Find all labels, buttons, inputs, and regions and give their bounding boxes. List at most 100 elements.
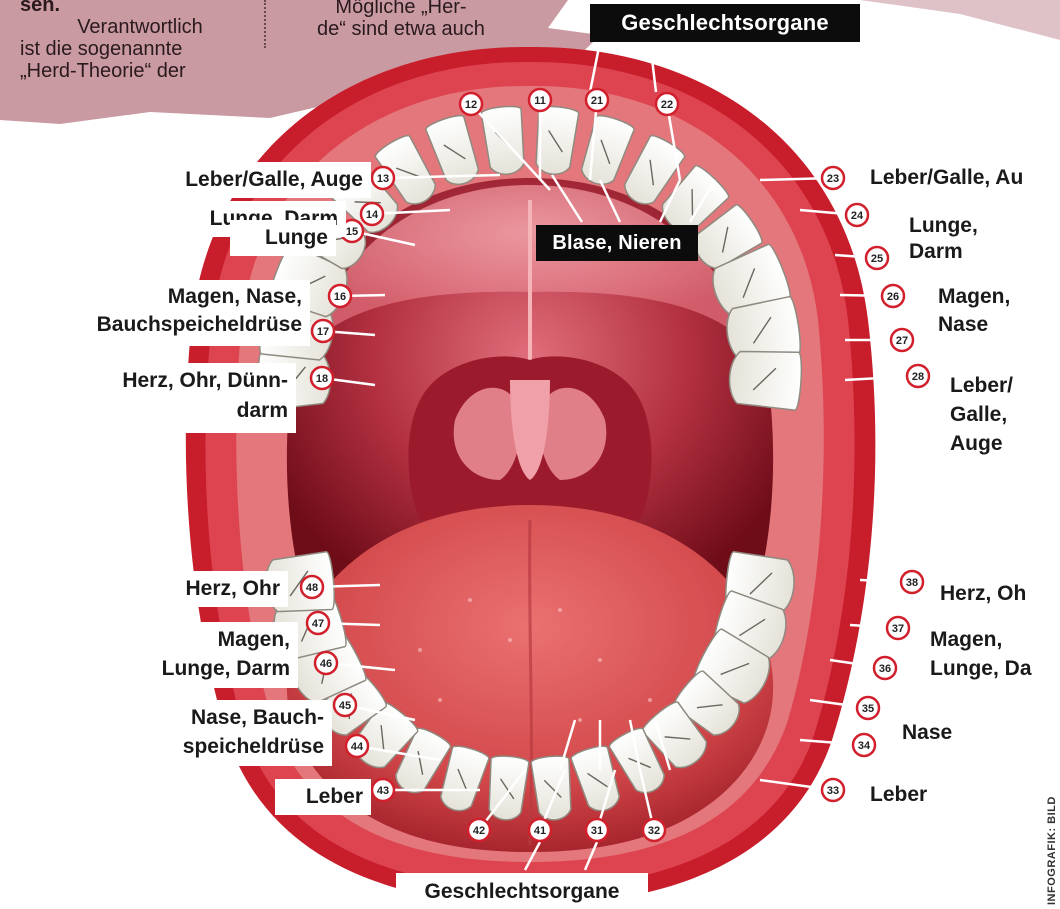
tooth-number-badge: 14 <box>361 203 383 225</box>
upper-tooth <box>728 348 803 410</box>
label-blase-nieren: Blase, Nieren <box>536 225 698 261</box>
tooth-number: 11 <box>534 95 546 107</box>
tooth-number: 26 <box>887 291 899 303</box>
label-leber-galle-auge-right-2: Leber/ Galle, Auge <box>942 368 1060 464</box>
tooth-number-badge: 31 <box>586 819 608 841</box>
tongue-speck <box>418 648 422 652</box>
tooth-number-badge: 21 <box>586 89 608 111</box>
label-magen-nase-right: Magen, Nase <box>930 280 1060 346</box>
tooth-number: 28 <box>912 371 924 383</box>
tooth-number-badge: 36 <box>874 657 896 679</box>
tooth-number-badge: 32 <box>643 819 665 841</box>
tooth-number-badge: 23 <box>822 167 844 189</box>
article-heading: sen. <box>20 0 260 16</box>
article-excerpt: sen. Verantwortlich ist die sogenannte „… <box>0 0 520 128</box>
tooth-number-badge: 13 <box>372 167 394 189</box>
label-lunge-left: Lunge <box>230 220 336 256</box>
tooth-number-badge: 41 <box>529 819 551 841</box>
label-magen-lunge-darm-left: Magen, Lunge, Darm <box>114 622 298 688</box>
tooth-number: 41 <box>534 825 546 837</box>
tooth-number: 42 <box>473 825 485 837</box>
tooth-number: 15 <box>346 226 358 238</box>
tooth-number-badge: 16 <box>329 285 351 307</box>
article-line: „Herd-Theorie“ der <box>20 60 260 82</box>
tooth-number-badge: 22 <box>656 93 678 115</box>
tooth-number-badge: 11 <box>529 89 551 111</box>
tooth-number: 37 <box>892 623 904 635</box>
label-magen-lunge-darm-right: Magen, Lunge, Da <box>922 622 1060 688</box>
label-leber-right: Leber <box>862 775 972 815</box>
credit-text: INFOGRAFIK: BILD <box>1046 796 1058 905</box>
tooth-number: 44 <box>351 741 364 753</box>
tooth-number: 47 <box>312 618 324 630</box>
tooth-number-badge: 35 <box>857 697 879 719</box>
tooth-number: 38 <box>906 577 918 589</box>
tongue-speck <box>438 698 442 702</box>
label-herz-ohr-left: Herz, Ohr <box>146 571 288 607</box>
tooth-number: 18 <box>316 373 328 385</box>
tooth-number: 27 <box>896 335 908 347</box>
tooth-number-badge: 48 <box>301 576 323 598</box>
tooth-number: 17 <box>317 326 329 338</box>
tooth-number-badge: 17 <box>312 320 334 342</box>
tongue-speck <box>578 718 582 722</box>
label-geschlechtsorgane-bottom: Geschlechtsorgane <box>396 873 648 909</box>
tooth-number: 14 <box>366 209 379 221</box>
label-lunge-darm-right: Lunge, Darm <box>901 210 1060 268</box>
tooth-number: 32 <box>648 825 660 837</box>
tooth-number: 34 <box>858 740 871 752</box>
tongue-speck <box>468 598 472 602</box>
label-herz-ohr-right: Herz, Oh <box>932 576 1060 612</box>
tooth-number-badge: 27 <box>891 329 913 351</box>
tooth-number-badge: 33 <box>822 779 844 801</box>
tooth-number-badge: 37 <box>887 617 909 639</box>
tooth-number: 33 <box>827 785 839 797</box>
label-herz-ohr-duenndarm-left: Herz, Ohr, Dünn- darm <box>78 363 296 433</box>
tooth-number: 48 <box>306 582 318 594</box>
tooth-number-badge: 25 <box>866 247 888 269</box>
tongue-speck <box>648 698 652 702</box>
tooth-number: 43 <box>377 785 389 797</box>
tooth-number: 13 <box>377 173 389 185</box>
label-leber-galle-auge-left: Leber/Galle, Auge <box>99 162 371 198</box>
article-column-1: sen. Verantwortlich ist die sogenannte „… <box>20 0 260 82</box>
tooth-number-badge: 47 <box>307 612 329 634</box>
tooth-number-badge: 38 <box>901 571 923 593</box>
tooth-number-badge: 18 <box>311 367 333 389</box>
tooth-number: 16 <box>334 291 346 303</box>
tooth-number: 23 <box>827 173 839 185</box>
tooth-number: 21 <box>591 95 603 107</box>
paper-scrap <box>860 0 1060 40</box>
tooth-number: 36 <box>879 663 891 675</box>
tooth-number: 24 <box>851 210 864 222</box>
tooth-number-badge: 45 <box>334 694 356 716</box>
article-line: Verantwortlich <box>20 16 260 38</box>
tooth-number: 45 <box>339 700 351 712</box>
article-line: de“ sind etwa auch <box>277 18 525 40</box>
tongue-speck <box>598 658 602 662</box>
label-geschlechtsorgane-top: Geschlechtsorgane <box>590 4 860 42</box>
article-line: ist die sogenannte <box>20 38 260 60</box>
tongue-speck <box>558 608 562 612</box>
label-leber-left: Leber <box>275 779 371 815</box>
tooth-number-badge: 28 <box>907 365 929 387</box>
tooth-number-badge: 34 <box>853 734 875 756</box>
tooth-number: 46 <box>320 658 332 670</box>
label-leber-galle-auge-right: Leber/Galle, Au <box>862 160 1060 196</box>
tooth-number-badge: 26 <box>882 285 904 307</box>
tooth-number: 31 <box>591 825 603 837</box>
tooth-number-badge: 24 <box>846 204 868 226</box>
label-nase-right: Nase <box>894 712 990 754</box>
tooth-number-badge: 46 <box>315 652 337 674</box>
tooth-number-badge: 43 <box>372 779 394 801</box>
tooth-number: 22 <box>661 99 673 111</box>
tongue-speck <box>508 638 512 642</box>
label-nase-bsd-left: Nase, Bauch- speicheldrüse <box>126 700 332 766</box>
article-column-2: Mögliche „Her- de“ sind etwa auch <box>277 0 525 40</box>
column-divider <box>264 0 266 48</box>
tooth-number: 25 <box>871 253 883 265</box>
tooth-number: 35 <box>862 703 874 715</box>
tooth-number-badge: 42 <box>468 819 490 841</box>
